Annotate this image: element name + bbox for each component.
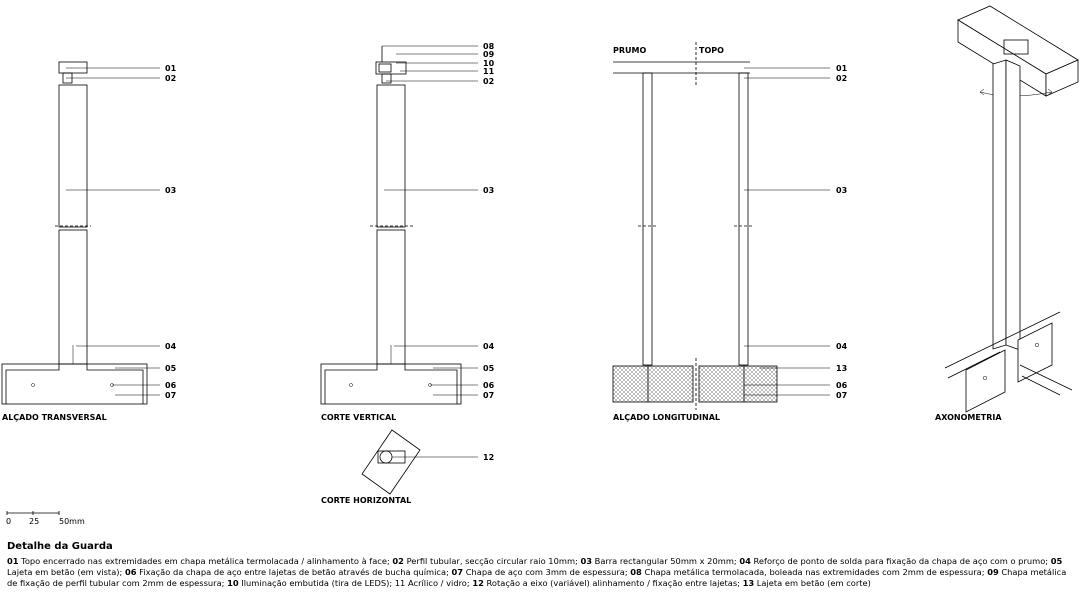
legend-item-text: Chapa de aço com 3mm de espessura; (463, 567, 631, 577)
legend-body: 01 Topo encerrado nas extremidades em ch… (7, 556, 1075, 589)
view-subtitle: PRUMO (613, 46, 646, 55)
callout-label: 03 (836, 186, 847, 195)
view-axonometria: AXONOMETRIA (935, 5, 1079, 422)
callout-label: 10 (483, 59, 495, 68)
legend-item-number: 01 (7, 556, 19, 566)
callout-label: 06 (483, 381, 495, 390)
view-title: ALÇADO LONGITUDINAL (613, 413, 720, 422)
view-title: AXONOMETRIA (935, 413, 1002, 422)
legend-item-text: Perfil tubular, secção circular raio 10m… (403, 556, 581, 566)
legend-item-text: Iluminação embutida (tira de LEDS); 11 A… (238, 578, 473, 588)
callout-label: 05 (165, 364, 177, 373)
scale-label: 0 (6, 517, 11, 526)
callout-label: 03 (165, 186, 176, 195)
callout-label: 02 (165, 74, 176, 83)
legend-item-text: Topo encerrado nas extremidades em chapa… (18, 556, 393, 566)
callout-label: 09 (483, 50, 495, 59)
legend-item-text: Rotação a eixo (variável) alinhamento / … (483, 578, 743, 588)
callout-label: 07 (165, 391, 176, 400)
view-alcado-transversal: 01 02 03 04 05 06 07 ALÇADO TRANSVERSAL (1, 61, 177, 422)
guard-detail-drawing: 01 02 03 04 05 06 07 ALÇADO TRANSVERSAL … (1, 5, 1079, 526)
callout-label: 12 (483, 453, 494, 462)
legend-item-text: Chapa metálica termolacada, boleada nas … (641, 567, 988, 577)
callout-label: 06 (165, 381, 177, 390)
callout-label: 02 (483, 77, 494, 86)
legend-item-text: Reforço de ponto de solda para fixação d… (750, 556, 1051, 566)
callout-label: 04 (483, 342, 495, 351)
view-corte-horizontal: 12 CORTE HORIZONTAL (321, 429, 494, 505)
legend-item-number: 13 (742, 578, 755, 588)
legend-item-number: 09 (987, 567, 999, 577)
callout-label: 11 (483, 67, 495, 76)
legend-item-number: 10 (227, 578, 239, 588)
callout-label: 05 (483, 364, 495, 373)
scale-label: 50mm (59, 517, 85, 526)
callout-label: 02 (836, 74, 847, 83)
legend-item-number: 02 (392, 556, 404, 566)
callout-label: 04 (165, 342, 177, 351)
callout-label: 01 (165, 64, 177, 73)
scale-label: 25 (29, 517, 39, 526)
view-subtitle: TOPO (699, 46, 724, 55)
legend-item-number: 08 (630, 567, 642, 577)
callout-label: 13 (836, 364, 847, 373)
view-title: CORTE VERTICAL (321, 413, 396, 422)
callout-label: 01 (836, 64, 848, 73)
legend-item-number: 04 (739, 556, 751, 566)
legend-item-number: 05 (1050, 556, 1063, 566)
callout-label: 04 (836, 342, 848, 351)
legend-item-text: Lajeta em betão (em vista); (7, 567, 125, 577)
legend: Detalhe da Guarda 01 Topo encerrado nas … (7, 541, 1075, 589)
view-alcado-longitudinal: PRUMO TOPO 01 02 03 04 13 06 07 ALÇADO L… (612, 42, 848, 422)
legend-item-number: 06 (124, 567, 137, 577)
callout-label: 06 (836, 381, 848, 390)
view-title: ALÇADO TRANSVERSAL (2, 413, 107, 422)
callout-label: 07 (836, 391, 847, 400)
callout-label: 03 (483, 186, 494, 195)
scale-bar: 0 25 50mm (6, 511, 85, 526)
view-title: CORTE HORIZONTAL (321, 496, 411, 505)
legend-item-text: Lajeta em betão (em corte) (754, 578, 871, 588)
legend-item-text: Fixação da chapa de aço entre lajetas de… (136, 567, 452, 577)
callout-label: 07 (483, 391, 494, 400)
view-corte-vertical: 08 09 10 11 02 03 04 05 06 07 CORTE VERT… (320, 42, 495, 422)
legend-item-number: 07 (451, 567, 464, 577)
legend-item-number: 03 (580, 556, 593, 566)
legend-item-text: Chapa metálica de fixação de perfil tubu… (7, 567, 1067, 588)
callout-label: 08 (483, 42, 495, 51)
legend-title: Detalhe da Guarda (7, 541, 113, 552)
legend-item-text: Barra rectangular 50mm x 20mm; (592, 556, 740, 566)
legend-item-number: 12 (472, 578, 484, 588)
